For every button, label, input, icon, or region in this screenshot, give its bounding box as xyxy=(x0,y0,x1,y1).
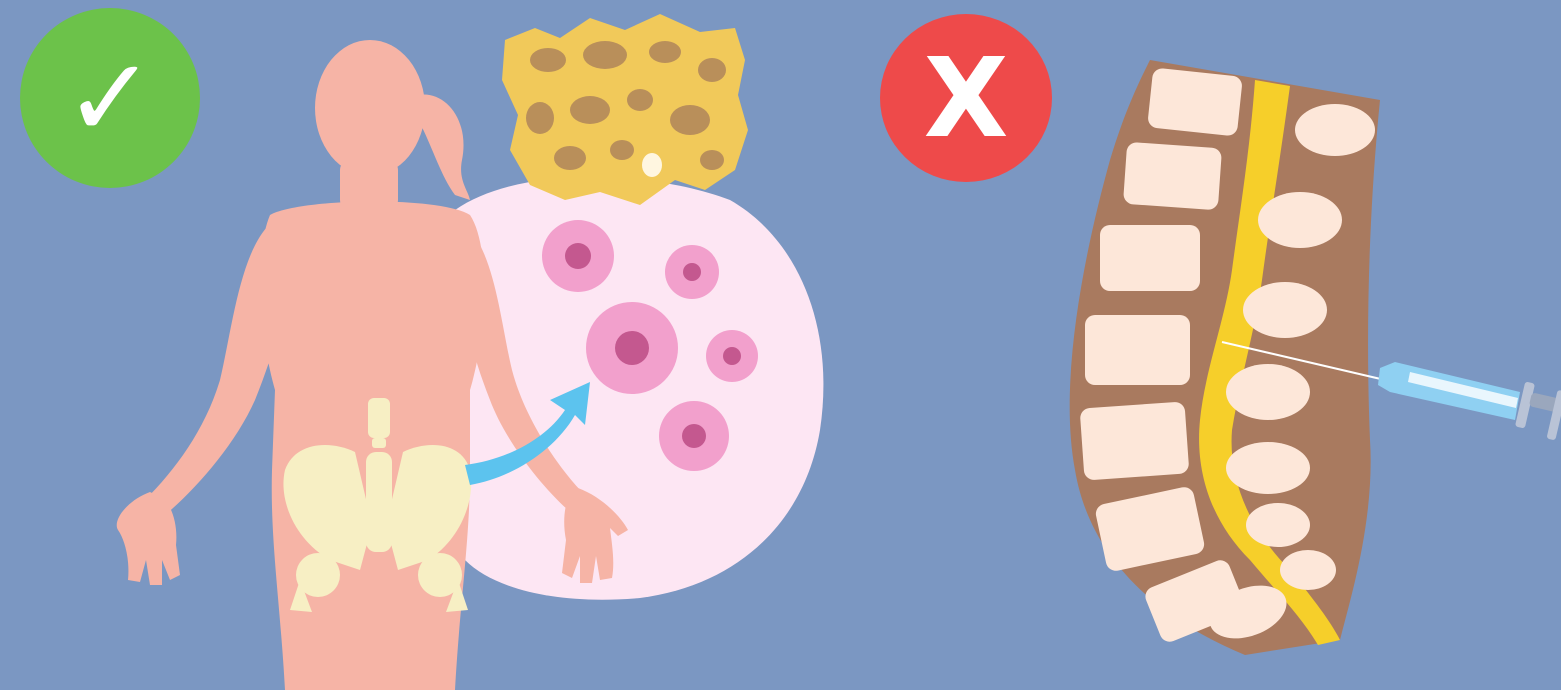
x-mark-icon: X xyxy=(924,43,1009,153)
checkmark-icon: ✓ xyxy=(64,43,156,153)
incorrect-badge: X xyxy=(880,14,1052,182)
bone-marrow-panel xyxy=(117,14,824,690)
spine-panel xyxy=(1070,60,1561,655)
correct-badge: ✓ xyxy=(20,8,200,188)
spongy-bone-icon xyxy=(502,14,748,205)
